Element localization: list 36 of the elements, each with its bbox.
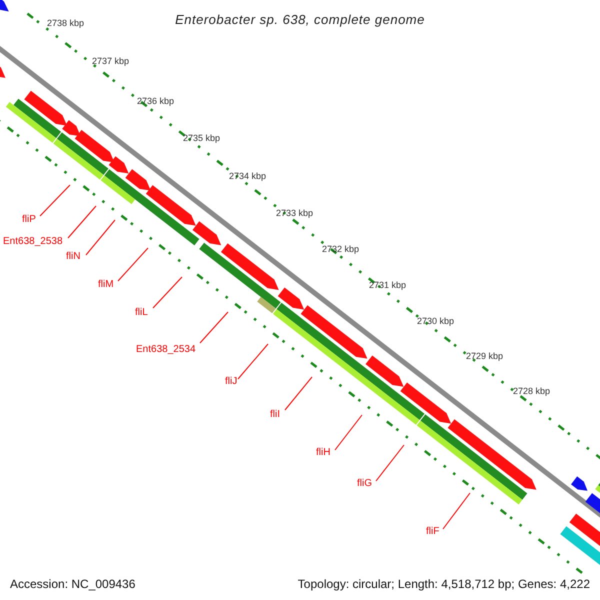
gene-label: fliF <box>426 526 440 538</box>
position-label: 2728 kbp <box>513 385 550 398</box>
position-label: 2732 kbp <box>322 243 360 256</box>
gene-label: fliJ <box>225 376 238 388</box>
gene-label: Ent638_2534 <box>136 344 196 356</box>
position-label: 2737 kbp <box>92 55 130 68</box>
title: Enterobacter sp. 638, complete genome <box>175 11 425 29</box>
genome-info-text: Topology: circular; Length: 4,518,712 bp; Genes: 4,222 <box>298 576 590 593</box>
position-label: 2731 kbp <box>369 279 406 292</box>
leader-line <box>40 184 70 216</box>
leader-line <box>334 414 362 450</box>
leader-line <box>152 276 182 308</box>
position-label: 2736 kbp <box>137 95 174 108</box>
gene-label: Ent638_2538 <box>3 236 63 248</box>
position-label: 2733 kbp <box>276 207 314 220</box>
gene-label: fliI <box>270 409 280 421</box>
gene-label: fliH <box>316 447 330 459</box>
leader-line <box>284 376 312 410</box>
gene-label: fliP <box>22 214 36 226</box>
position-label: 2738 kbp <box>47 17 84 30</box>
position-label: 2735 kbp <box>183 132 220 145</box>
leader-line <box>376 444 404 482</box>
gene-label: fliL <box>135 307 148 319</box>
gene-label: fliN <box>66 251 80 263</box>
leader-line <box>118 248 148 282</box>
leader-line <box>86 220 116 256</box>
gene-label: fliM <box>98 279 114 291</box>
accession-text: Accession: NC_009436 <box>10 576 136 593</box>
position-label: 2730 kbp <box>417 315 454 328</box>
gene-label: fliG <box>357 478 372 490</box>
leader-line <box>238 344 268 380</box>
position-label: 2734 kbp <box>229 170 266 183</box>
leader-line <box>68 206 96 238</box>
leader-line <box>442 492 470 530</box>
position-label: 2729 kbp <box>466 350 504 363</box>
leader-line <box>200 312 228 344</box>
